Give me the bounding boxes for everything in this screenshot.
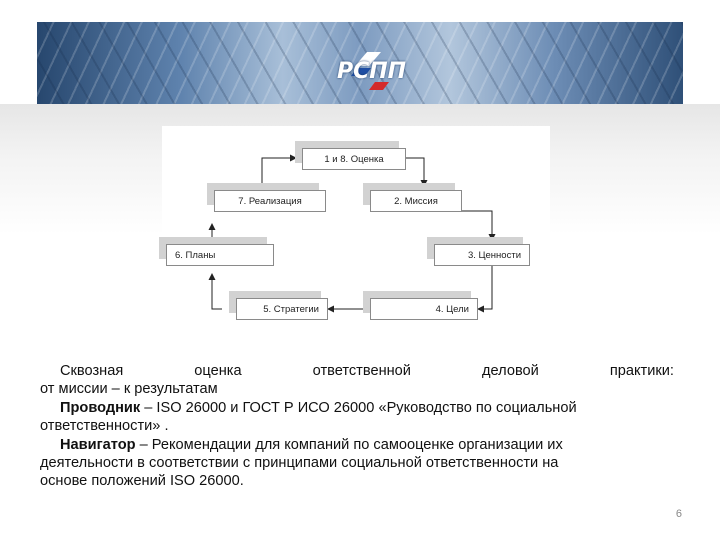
logo-text: РСПП bbox=[337, 59, 407, 84]
text-line-2: от миссии – к результатам bbox=[40, 381, 218, 398]
word: ответственной bbox=[312, 363, 411, 379]
logo-flag-icon bbox=[351, 52, 389, 90]
guide-text: – ISO 26000 и ГОСТ Р ИСО 26000 «Руководс… bbox=[140, 399, 577, 416]
step-evaluation: 1 и 8. Оценка bbox=[302, 148, 406, 170]
word: оценка bbox=[194, 363, 242, 379]
process-cycle-diagram: 1 и 8. Оценка 7. Реализация 2. Миссия 6.… bbox=[162, 126, 550, 360]
guide-label: Проводник bbox=[60, 399, 141, 416]
step-values: 3. Ценности bbox=[434, 244, 530, 266]
text-line-1: Сквозная оценка ответственной деловой пр… bbox=[40, 362, 674, 380]
word: деловой bbox=[482, 363, 539, 379]
step-label: 3. Ценности bbox=[467, 249, 521, 261]
step-implementation: 7. Реализация bbox=[214, 190, 326, 212]
header-banner: РСПП bbox=[37, 22, 683, 104]
step-label: 6. Планы bbox=[175, 249, 216, 261]
step-label: 1 и 8. Оценка bbox=[324, 153, 384, 165]
step-label: 4. Цели bbox=[435, 303, 469, 315]
cycle-arrows bbox=[208, 154, 496, 313]
slide-body-text: Сквозная оценка ответственной деловой пр… bbox=[40, 362, 674, 491]
navigator-label: Навигатор bbox=[60, 436, 136, 453]
text-line-5: Навигатор – Рекомендации для компаний по… bbox=[40, 436, 674, 454]
word: практики: bbox=[609, 363, 674, 379]
navigator-text: – Рекомендации для компаний по самооценк… bbox=[135, 436, 563, 453]
step-label: 5. Стратегии bbox=[263, 303, 319, 315]
step-plans: 6. Планы bbox=[166, 244, 274, 266]
rspp-logo: РСПП bbox=[337, 52, 407, 96]
step-label: 2. Миссия bbox=[394, 195, 438, 207]
text-line-7: основе положений ISO 26000. bbox=[40, 473, 244, 490]
word: Сквозная bbox=[60, 363, 124, 379]
step-goals: 4. Цели bbox=[370, 298, 478, 320]
step-mission: 2. Миссия bbox=[370, 190, 462, 212]
text-line-6: деятельности в соответствии с принципами… bbox=[40, 455, 559, 472]
page-number: 6 bbox=[675, 508, 682, 520]
step-label: 7. Реализация bbox=[238, 195, 302, 207]
text-line-4: ответственности» . bbox=[40, 418, 169, 435]
step-strategies: 5. Стратегии bbox=[236, 298, 328, 320]
text-line-3: Проводник – ISO 26000 и ГОСТ Р ИСО 26000… bbox=[40, 399, 674, 417]
